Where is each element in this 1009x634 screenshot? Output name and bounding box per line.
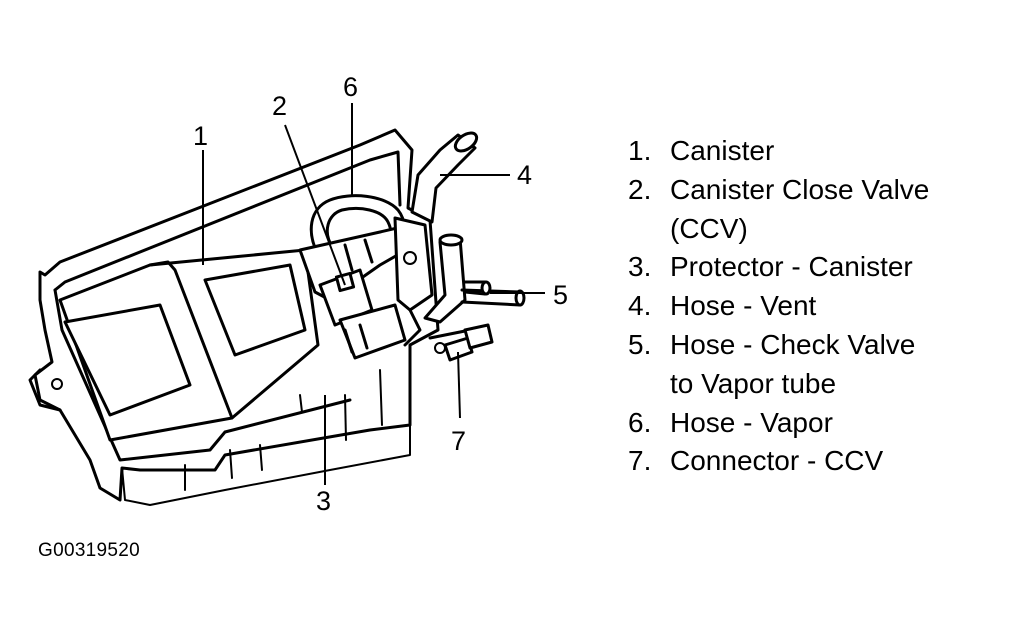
- legend-item: 2. Canister Close Valve (CCV): [628, 171, 929, 249]
- figure-id: G00319520: [38, 540, 141, 561]
- callout-6: 6: [343, 72, 358, 102]
- legend-number: 6.: [628, 406, 652, 438]
- legend-item: 5. Hose - Check Valve to Vapor tube: [628, 326, 929, 404]
- hose-check-valve: [423, 233, 526, 324]
- legend-number: 4.: [628, 290, 652, 322]
- leader-lines: [202, 103, 545, 485]
- hose-vent: [410, 131, 479, 224]
- callout-7: 7: [451, 426, 466, 456]
- callout-4: 4: [517, 160, 532, 190]
- callout-1: 1: [193, 121, 208, 151]
- legend-label: Connector - CCV: [670, 445, 884, 477]
- callout-5: 5: [553, 280, 568, 310]
- legend-item: 4. Hose - Vent: [628, 287, 929, 326]
- callout-labels: 1 2 3 4 5 6 7: [193, 72, 568, 516]
- legend-item: 1. Canister: [628, 132, 929, 171]
- legend-label: Hose - Vent: [670, 290, 817, 322]
- legend-item: 7. Connector - CCV: [628, 442, 929, 481]
- leader-7: [457, 351, 461, 419]
- leader-2: [284, 124, 346, 286]
- callout-2: 2: [272, 91, 287, 121]
- legend-label: Hose - Check Valve: [670, 328, 916, 360]
- parts-legend: 1. Canister 2. Canister Close Valve (CCV…: [628, 132, 929, 481]
- legend-number: 3.: [628, 251, 652, 283]
- canister: [58, 248, 320, 442]
- legend-label-continued: to Vapor tube: [670, 367, 837, 399]
- legend-number: 1.: [628, 135, 652, 166]
- legend-number: 2.: [628, 173, 652, 205]
- legend-label: Canister Close Valve: [670, 173, 930, 205]
- bracket: [393, 216, 434, 347]
- legend-item: 3. Protector - Canister: [628, 248, 929, 287]
- legend-number: 7.: [628, 445, 652, 477]
- legend-number: 5.: [628, 328, 652, 360]
- legend-item: 6. Hose - Vapor: [628, 404, 929, 443]
- legend-label: Canister: [670, 135, 775, 166]
- callout-3: 3: [316, 486, 331, 516]
- legend-label: Protector - Canister: [670, 251, 913, 283]
- connector-ccv: [428, 323, 494, 362]
- legend-label-continued: (CCV): [670, 212, 748, 244]
- legend-label: Hose - Vapor: [670, 406, 833, 438]
